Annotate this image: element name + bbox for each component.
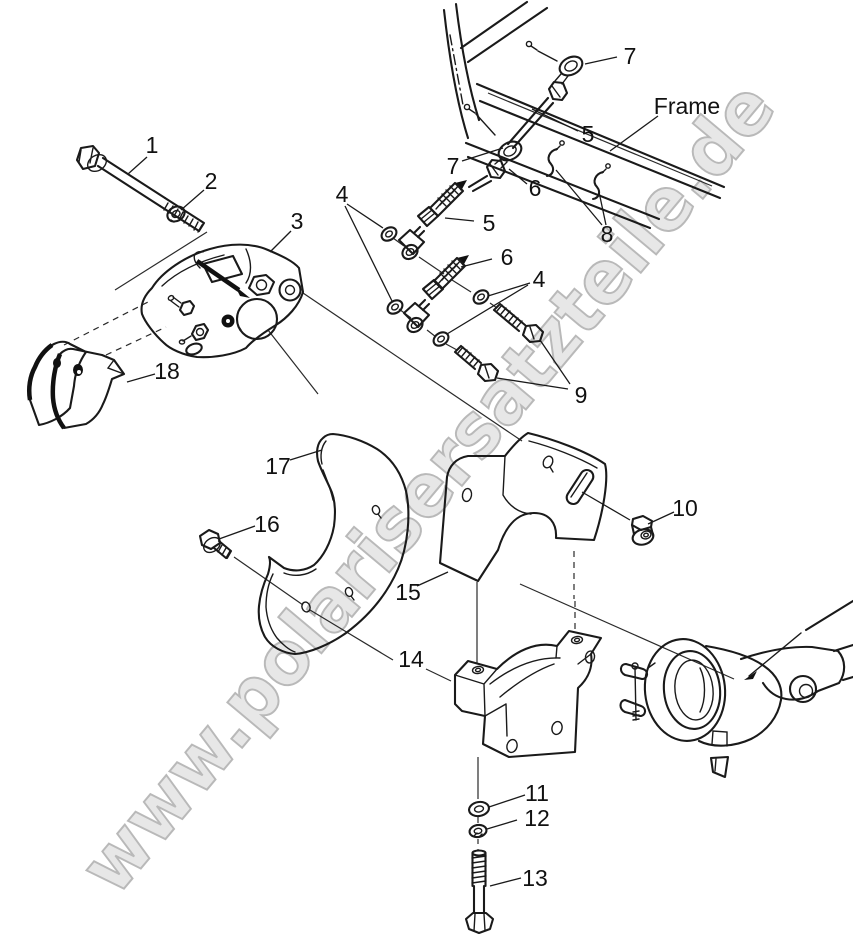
callout-1: 1 [146, 132, 159, 158]
banjo-fitting-lower-7 [463, 103, 523, 193]
sealing-washers-4 [380, 226, 490, 347]
flat-washer-11 [468, 800, 490, 818]
leader-lines [126, 56, 675, 887]
callout-labels: 1 2 3 4 4 5 5 6 6 7 7 8 9 10 11 12 13 14… [146, 43, 721, 891]
shield-bolt-16 [198, 528, 233, 560]
watermark: www.polarisersatzteile.de [63, 64, 793, 910]
frame-label: Frame [654, 93, 720, 119]
callout-13: 13 [522, 865, 548, 891]
lock-washer-12 [468, 823, 488, 839]
callout-15: 15 [395, 579, 421, 605]
watermark-text: www.polarisersatzteile.de [64, 65, 792, 909]
callout-7a: 7 [624, 43, 637, 69]
banjo-fitting-upper-7 [506, 40, 584, 150]
callout-5b: 5 [483, 210, 496, 236]
brake-hose-6 [402, 255, 469, 334]
brake-shield-17 [257, 432, 410, 656]
frame-structure [442, 0, 726, 230]
callout-16: 16 [254, 511, 280, 537]
lock-washer-2 [166, 205, 186, 223]
cable-clamps-8 [545, 140, 611, 201]
callout-10: 10 [672, 495, 698, 521]
callout-3: 3 [291, 208, 304, 234]
callout-9: 9 [575, 382, 588, 408]
carrier-bolt-13 [464, 849, 495, 935]
callout-4b: 4 [533, 266, 546, 292]
callout-6a: 6 [529, 175, 542, 201]
callout-11: 11 [525, 780, 549, 806]
brake-hose-5 [397, 180, 467, 261]
callout-7b: 7 [447, 153, 460, 179]
brake-pads-18 [26, 340, 126, 430]
upper-mount-bracket-15 [438, 431, 608, 583]
callout-6b: 6 [501, 244, 514, 270]
banjo-bolts-9 [453, 302, 545, 383]
lower-mount-bracket-14 [453, 629, 603, 759]
flange-nut-10 [630, 514, 655, 546]
callout-8: 8 [601, 221, 614, 247]
callout-12: 12 [524, 805, 550, 831]
callout-2: 2 [205, 168, 218, 194]
callout-5a: 5 [582, 121, 595, 147]
axle-housing [619, 599, 853, 779]
projection-lines [63, 50, 735, 850]
direction-arrow [195, 259, 241, 292]
callout-18: 18 [154, 358, 180, 384]
direction-arrow-tail [193, 251, 204, 269]
caliper-bolt-1 [75, 144, 206, 233]
caliper-tag [201, 254, 244, 284]
callout-4a: 4 [336, 181, 349, 207]
callout-14: 14 [398, 646, 424, 672]
callout-17: 17 [265, 453, 291, 479]
brake-caliper-3 [140, 243, 305, 359]
